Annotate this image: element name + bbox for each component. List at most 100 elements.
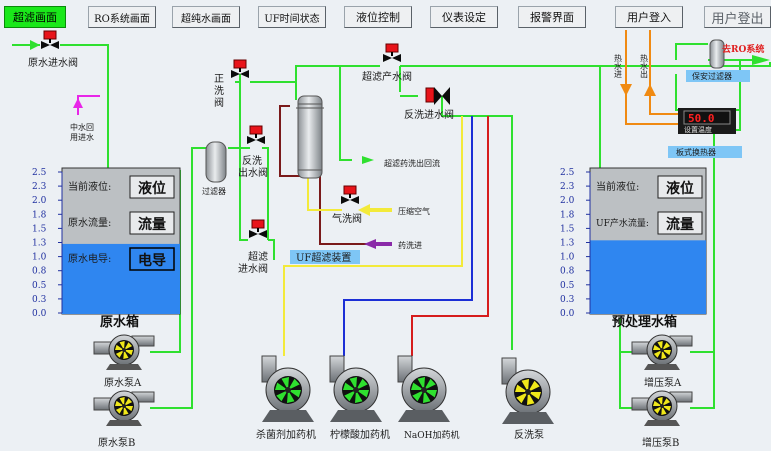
raw-tank-info: 当前液位: 液位 原水流量: 流量 原水电导: 电导 — [68, 175, 175, 271]
backwash-outlet-label-1: 反洗 — [242, 155, 262, 167]
scale-tick-label: 0.5 — [32, 281, 47, 291]
temperature-set-label: 设置温度 — [684, 125, 712, 134]
naoh-doser-pump[interactable] — [397, 355, 450, 422]
raw-pump-b-label: 原水泵B — [98, 437, 135, 449]
tab-uf-screen[interactable]: 超滤画面 — [4, 6, 66, 28]
scale-tick-label: 1.3 — [32, 239, 47, 249]
scale-tick-label: 1.5 — [560, 224, 575, 234]
scale-tick-label: 1.3 — [560, 239, 575, 249]
uf-product-valve-label: 超滤产水阀 — [362, 70, 412, 83]
boost-pump-a[interactable] — [631, 334, 693, 370]
scale-tick-label: 2.3 — [560, 182, 575, 192]
pre-level-value[interactable]: 液位 — [666, 180, 694, 197]
plate-heat-exchanger — [678, 108, 736, 134]
pre-flow-value[interactable]: 流量 — [666, 216, 694, 233]
security-filter — [709, 39, 725, 69]
chem-return-label: 超滤药洗出回流 — [384, 158, 440, 168]
uf-device-label: UF超滤装置 — [296, 251, 351, 264]
boost-pump-a-label: 增压泵A — [644, 376, 682, 389]
scale-tick-label: 1.8 — [560, 210, 575, 220]
hot-in-label: 热水进 — [614, 53, 623, 79]
scale-tick-label: 2.5 — [32, 168, 47, 178]
raw-tank-title: 原水箱 — [100, 314, 139, 330]
forward-wash-valve-label-1: 正 — [214, 74, 224, 85]
boost-pump-b[interactable] — [631, 390, 693, 426]
raw-level-label: 当前液位: — [68, 180, 111, 193]
tab-ro-system[interactable]: RO系统画面 — [88, 6, 156, 28]
temperature-value[interactable]: 50.0 — [688, 112, 715, 125]
backwash-pump[interactable] — [501, 357, 554, 424]
raw-flow-label: 原水流量: — [68, 216, 111, 229]
forward-wash-valve-label-2: 洗 — [214, 85, 224, 97]
uf-inlet-valve[interactable] — [249, 219, 267, 238]
raw-inlet-valve-label: 原水进水阀 — [28, 56, 78, 69]
scale-tick-label: 2.3 — [32, 182, 47, 192]
scale-tick-label: 0.3 — [560, 295, 575, 305]
pre-flow-label: UF产水流量: — [596, 217, 649, 229]
gas-wash-valve-label: 气洗阀 — [332, 212, 362, 225]
tab-ultrapure-water[interactable]: 超纯水画面 — [172, 6, 240, 28]
security-filter-label: 保安过滤器 — [692, 71, 732, 81]
uf-product-valve[interactable] — [383, 43, 401, 62]
scale-tick-label: 0.5 — [560, 281, 575, 291]
backwash-inlet-valve-label: 反洗进水阀 — [404, 108, 454, 121]
backwash-pump-label: 反洗泵 — [514, 429, 544, 441]
boost-pump-b-label: 增压泵B — [642, 436, 679, 449]
mid-water-label-2: 用进水 — [70, 132, 94, 142]
pre-tank-info: 当前液位: 液位 UF产水流量: 流量 — [596, 175, 703, 235]
backwash-inlet-valve[interactable] — [425, 87, 450, 105]
scale-tick-label: 0.0 — [560, 309, 575, 319]
scale-tick-label: 2.5 — [560, 168, 575, 178]
uf-membrane-column — [296, 95, 324, 179]
scale-tick-label: 1.0 — [32, 253, 47, 263]
pre-tank-title: 预处理水箱 — [612, 314, 677, 330]
bactericide-doser-pump[interactable] — [261, 355, 314, 422]
backwash-outlet-valve[interactable] — [247, 125, 265, 144]
compressed-air-label: 压缩空气 — [398, 206, 430, 216]
plate-exchanger-label: 板式换热器 — [676, 147, 716, 157]
tab-uf-time-status[interactable]: UF时间状态 — [258, 6, 326, 28]
tab-instrument-settings[interactable]: 仪表设定 — [430, 6, 498, 28]
tab-level-control[interactable]: 液位控制 — [344, 6, 412, 28]
pipe-mid-water — [73, 95, 100, 115]
forward-wash-valve[interactable] — [231, 59, 249, 78]
raw-conductivity-value[interactable]: 电导 — [138, 252, 166, 269]
citric-doser-pump[interactable] — [329, 355, 382, 422]
scale-tick-label: 2.0 — [32, 196, 47, 206]
pipes-dosing — [283, 116, 489, 356]
scale-tick-label: 1.0 — [560, 253, 575, 263]
raw-pump-b[interactable] — [93, 390, 155, 426]
chem-in-label: 药洗进 — [398, 240, 422, 250]
hot-out-label: 热水出 — [640, 53, 649, 79]
bactericide-doser-label: 杀菌剂加药机 — [256, 428, 316, 441]
tab-alarm[interactable]: 报警界面 — [518, 6, 586, 28]
scale-tick-label: 1.5 — [32, 224, 47, 234]
scale-tick-label: 0.8 — [32, 267, 47, 277]
raw-inlet-valve[interactable] — [41, 30, 59, 49]
raw-flow-value[interactable]: 流量 — [138, 216, 166, 233]
raw-pump-a[interactable] — [93, 334, 155, 370]
raw-conductivity-label: 原水电导: — [68, 252, 111, 265]
scale-tick-label: 0.3 — [32, 295, 47, 305]
uf-inlet-valve-label-2: 进水阀 — [238, 262, 268, 275]
scale-tick-label: 0.8 — [560, 267, 575, 277]
filter-label: 过滤器 — [202, 186, 226, 196]
uf-inlet-valve-label-1: 超滤 — [248, 250, 268, 263]
logout-button[interactable]: 用户登出 — [704, 6, 771, 28]
raw-level-value[interactable]: 液位 — [138, 180, 166, 197]
scale-tick-label: 2.0 — [560, 196, 575, 206]
raw-pump-a-label: 原水泵A — [104, 377, 142, 389]
to-ro-label: 去RO系统 — [722, 43, 764, 55]
scale-tick-label: 0.0 — [32, 309, 47, 319]
mid-water-label-1: 中水回 — [70, 122, 94, 132]
naoh-doser-label: NaOH加药机 — [404, 429, 459, 441]
top-navigation: 超滤画面 RO系统画面 超纯水画面 UF时间状态 液位控制 仪表设定 报警界面 … — [0, 0, 771, 33]
scale-tick-label: 1.8 — [32, 210, 47, 220]
pre-level-label: 当前液位: — [596, 180, 639, 193]
filter-vessel — [205, 141, 227, 183]
login-button[interactable]: 用户登入 — [615, 6, 683, 28]
forward-wash-valve-label-3: 阀 — [214, 96, 224, 109]
raw-tank-scale: 2.5 2.3 2.0 1.8 1.5 1.3 1.0 0.8 0.5 0.3 0.0 — [32, 168, 63, 319]
gas-wash-valve[interactable] — [341, 185, 359, 204]
